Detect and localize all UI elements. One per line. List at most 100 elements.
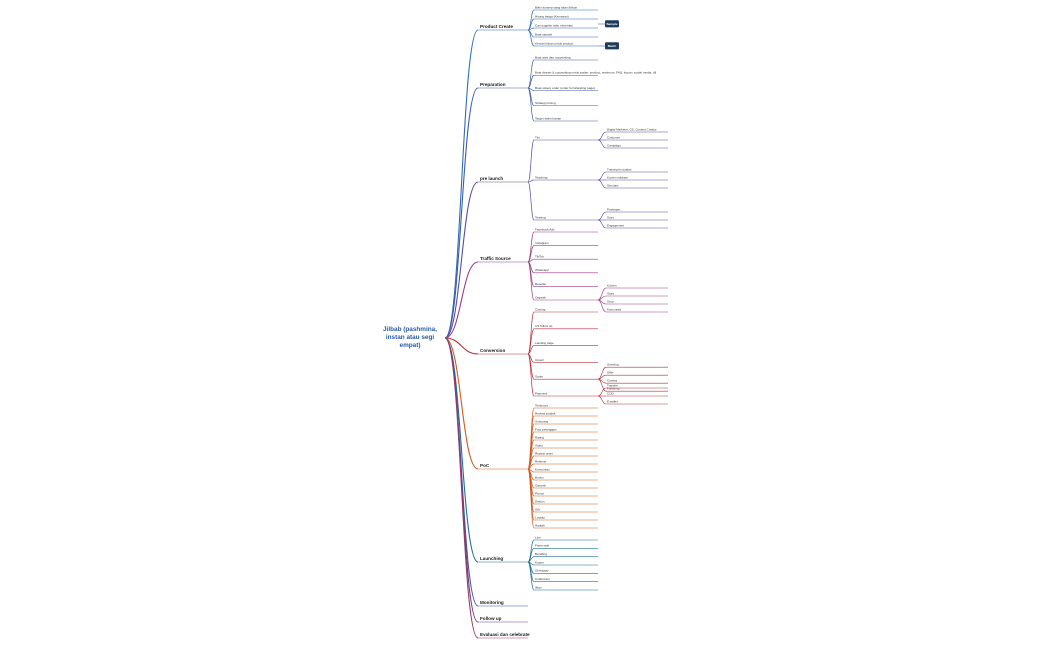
- leaf-connector: [527, 179, 535, 183]
- leaf-item: Kupon: [535, 560, 544, 564]
- branch-label: Evaluasi dan celebrate: [480, 632, 530, 637]
- subleaf-item: Campaign: [607, 143, 621, 147]
- leaf-item: CS follow up: [535, 324, 553, 328]
- branch-connector: [444, 337, 479, 470]
- group-label: Payment: [535, 391, 547, 395]
- branch-label: Follow up: [480, 616, 502, 621]
- badge-box: [605, 20, 619, 28]
- leaf-item: Flash sale: [535, 544, 549, 548]
- subleaf-item: Konten edukasi: [607, 175, 628, 179]
- subleaf-item: Simulasi: [607, 183, 619, 187]
- leaf-connector: [527, 561, 535, 591]
- leaf-connector: [527, 245, 535, 263]
- leaf-item: Kemas kiloan untuk product: [535, 41, 573, 45]
- leaf-item: Referral: [535, 459, 546, 463]
- branch-connector: [444, 87, 479, 339]
- subleaf-item: Offer: [607, 371, 614, 375]
- subleaf-connector: [597, 139, 607, 149]
- subleaf-item: Greeting: [607, 363, 619, 367]
- badge-box: [605, 42, 619, 50]
- leaf-item: Video: [535, 443, 543, 447]
- leaf-item: Reseller: [535, 282, 546, 286]
- root-node: Jilbab (pashmina, instan atau segi empat…: [383, 326, 437, 349]
- subleaf-connector: [597, 211, 607, 221]
- leaf-item: Unboxing: [535, 419, 548, 423]
- group-label: Organik: [535, 295, 546, 299]
- leaf-item: Bundling: [535, 552, 547, 556]
- leaf-item: Strategi pricing: [535, 101, 556, 105]
- branch-connector: [444, 337, 479, 639]
- subleaf-item: Grup: [607, 299, 614, 303]
- branch-label: Product Create: [480, 24, 513, 29]
- leaf-item: Review produk: [535, 411, 556, 415]
- leaf-item: Whatsapp: [535, 268, 549, 272]
- branch-label: Monitoring: [480, 600, 504, 605]
- leaf-item: Live: [535, 535, 541, 539]
- branch-connector: [444, 181, 479, 339]
- leaf-item: Bikin konsep yang akan dibuat: [535, 5, 577, 9]
- leaf-connector: [527, 231, 535, 263]
- leaf-item: Rating: [535, 435, 544, 439]
- leaf-connector: [527, 59, 535, 89]
- leaf-connector: [527, 261, 535, 301]
- branch-connector: [444, 337, 479, 355]
- leaf-item: Kolaborasi: [535, 577, 550, 581]
- leaf-connector: [527, 74, 535, 89]
- branch-label: PoC: [480, 463, 490, 468]
- subleaf-connector: [597, 179, 607, 189]
- subleaf-item: Story: [607, 215, 615, 219]
- leaf-item: Buat aset dan copywriting: [535, 55, 571, 59]
- branch-connector: [444, 337, 479, 563]
- subleaf-connector: [597, 378, 607, 392]
- leaf-item: Facebook Ads: [535, 227, 555, 231]
- subleaf-item: Konten: [607, 283, 617, 287]
- subleaf-item: COD: [607, 391, 615, 395]
- branch-label: Traffic Source: [480, 256, 511, 261]
- subleaf-connector: [597, 219, 607, 229]
- subleaf-item: Customer: [607, 135, 620, 139]
- leaf-item: Instagram: [535, 241, 549, 245]
- leaf-item: Iklan: [535, 585, 542, 589]
- leaf-connector: [527, 353, 535, 397]
- branch-label: Conversion: [480, 348, 505, 353]
- leaf-item: Komunitas: [535, 467, 550, 471]
- subleaf-item: Digital Marketer, CS, Content Creator: [607, 127, 657, 131]
- leaf-item: Hadiah: [535, 523, 545, 527]
- branch-connector: [444, 261, 479, 339]
- group-label: Script: [535, 375, 543, 379]
- leaf-connector: [527, 29, 535, 47]
- subleaf-connector: [597, 171, 607, 181]
- leaf-item: Promo: [535, 491, 544, 495]
- group-label: Teasing: [535, 215, 546, 219]
- leaf-item: Bonus: [535, 475, 544, 479]
- subleaf-item: Engagement: [607, 223, 624, 227]
- leaf-connector: [527, 468, 535, 529]
- leaf-item: Foto pelanggan: [535, 427, 557, 431]
- leaf-item: Diskon: [535, 499, 545, 503]
- leaf-connector: [527, 345, 535, 355]
- subleaf-connector: [597, 387, 607, 397]
- leaf-item: Target sales harian: [535, 116, 561, 120]
- leaf-item: Buat sample: [535, 32, 552, 36]
- leaf-item: Garansi: [535, 483, 546, 487]
- badge-label: Sample: [606, 22, 617, 26]
- leaf-connector: [527, 139, 535, 183]
- leaf-connector: [527, 87, 535, 122]
- branch-label: Preparation: [480, 82, 506, 87]
- leaf-item: Closing: [535, 307, 546, 311]
- leaf-item: Upsell: [535, 358, 544, 362]
- subleaf-item: Story: [607, 291, 615, 295]
- group-label: Teaching: [535, 175, 548, 179]
- leaf-item: Buat desain & copywriting untuk jualan: …: [535, 71, 656, 75]
- branch-label: pre launch: [480, 176, 503, 181]
- subleaf-connector: [597, 395, 607, 405]
- leaf-item: TikTok: [535, 255, 544, 259]
- leaf-item: Buat sistem order (order form/landing pa…: [535, 86, 595, 90]
- branch-connector: [444, 29, 479, 339]
- subleaf-item: Transfer: [607, 383, 618, 387]
- subleaf-item: Postingan: [607, 207, 621, 211]
- subleaf-item: Training tim jualan: [607, 167, 632, 171]
- subleaf-connector: [597, 299, 607, 313]
- subleaf-item: E-wallet: [607, 399, 618, 403]
